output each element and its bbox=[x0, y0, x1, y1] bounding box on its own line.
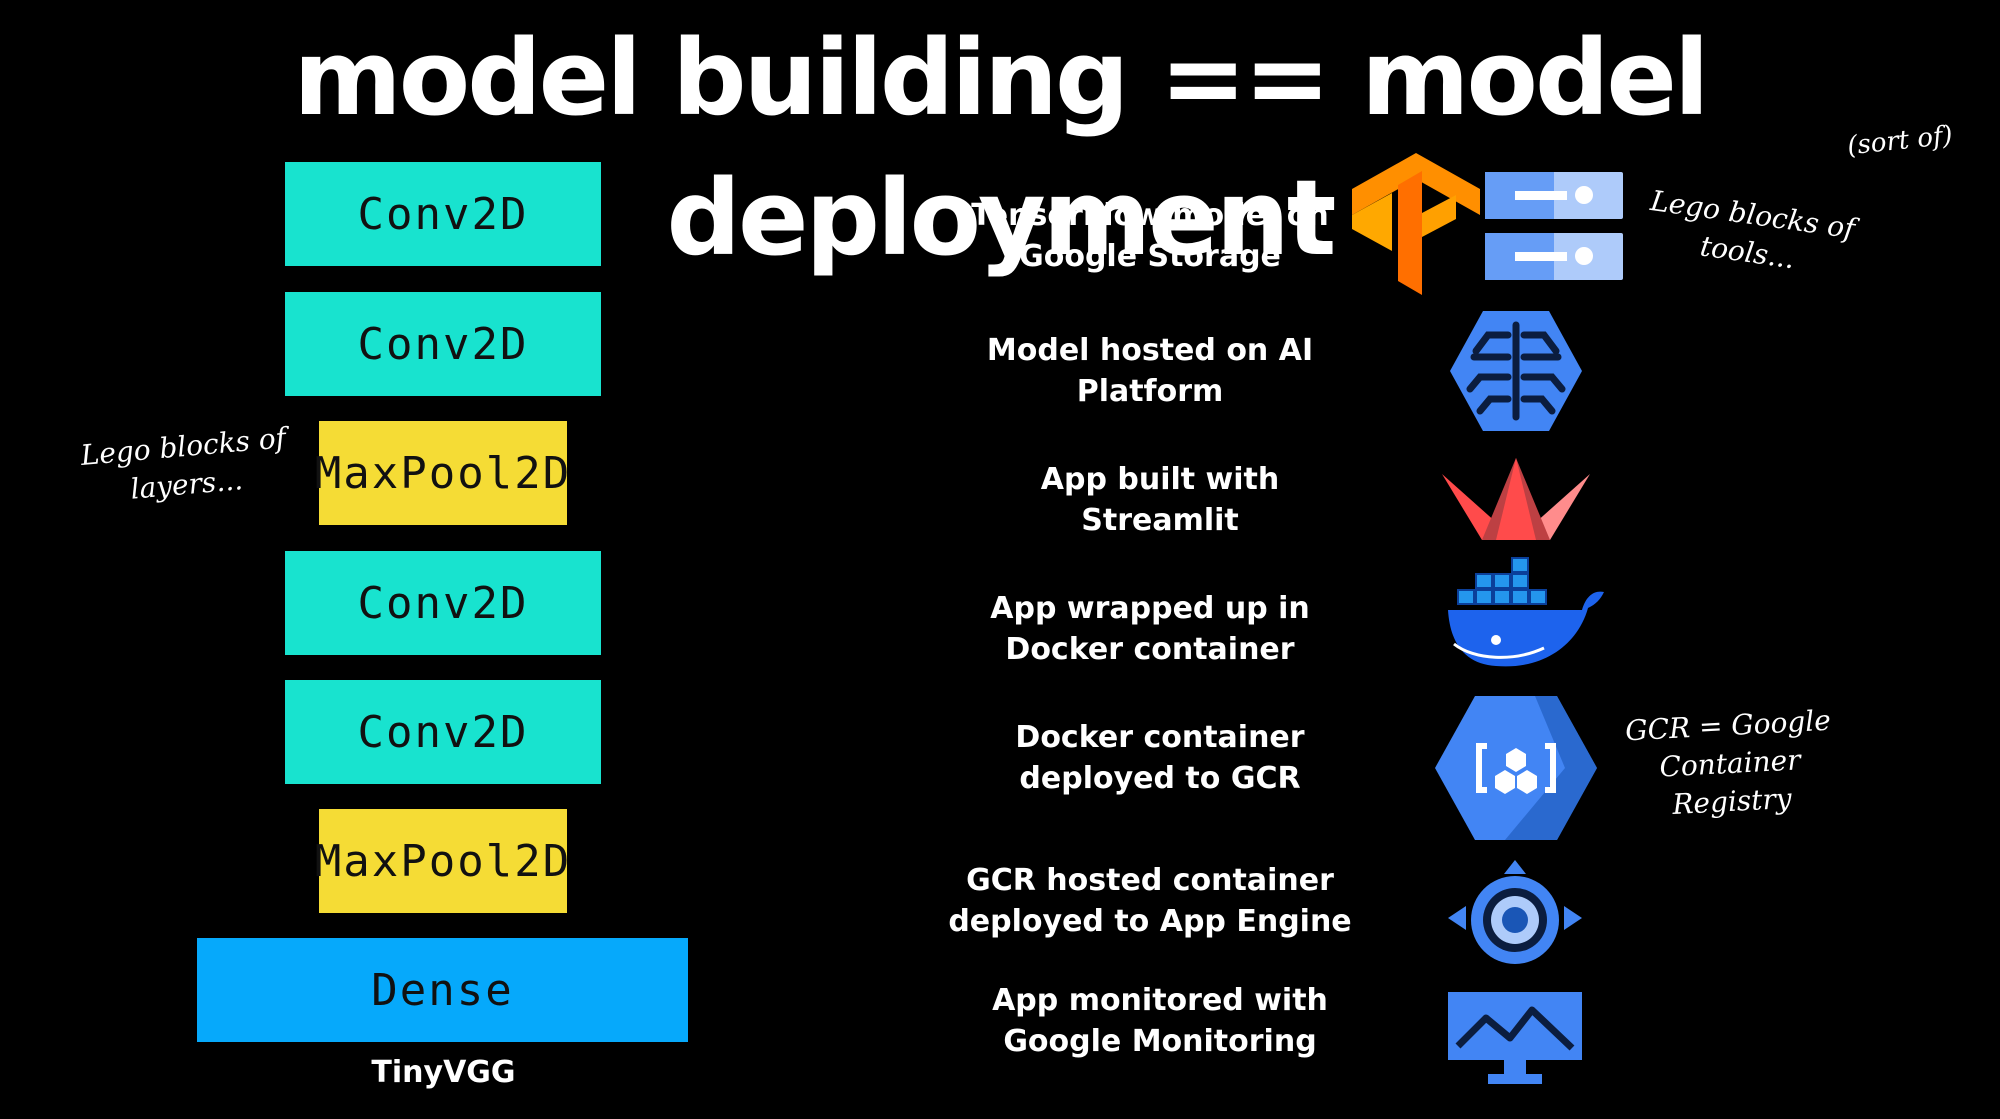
layer-block: Conv2D bbox=[285, 292, 601, 396]
app-engine-icon bbox=[1448, 860, 1582, 964]
layer-block: MaxPool2D bbox=[315, 809, 569, 913]
layer-label: Conv2D bbox=[357, 188, 529, 240]
layer-label: MaxPool2D bbox=[314, 447, 572, 499]
layer-label: Conv2D bbox=[357, 318, 529, 370]
layer-label: Conv2D bbox=[357, 706, 529, 758]
gcr-note: GCR = Google Container Registry bbox=[1624, 703, 1832, 822]
step-label: App built with Streamlit bbox=[1040, 462, 1280, 538]
step-label: TensorFlow model on Google Storage bbox=[971, 198, 1329, 274]
step-label: App monitored with Google Monitoring bbox=[992, 983, 1328, 1059]
monitoring-icon bbox=[1448, 992, 1582, 1084]
docker-logo bbox=[1448, 557, 1604, 667]
container-registry-icon bbox=[1435, 696, 1597, 840]
step-label: App wrapped up in Docker container bbox=[990, 591, 1310, 667]
model-name: TinyVGG bbox=[371, 1055, 516, 1090]
step-label: GCR hosted container deployed to App Eng… bbox=[948, 863, 1352, 939]
layer-block: Conv2D bbox=[285, 680, 601, 784]
layer-label: MaxPool2D bbox=[314, 835, 572, 887]
streamlit-logo bbox=[1442, 458, 1590, 540]
layer-label: Dense bbox=[371, 964, 514, 1016]
tensorflow-logo bbox=[1352, 153, 1480, 295]
cloud-storage-icon bbox=[1485, 172, 1623, 280]
layer-block: Conv2D bbox=[285, 162, 601, 266]
layer-block: Conv2D bbox=[285, 551, 601, 655]
slide-title: model building == model deployment bbox=[293, 17, 1709, 279]
step-label: Docker container deployed to GCR bbox=[1015, 720, 1305, 796]
step-label: Model hosted on AI Platform bbox=[986, 333, 1314, 409]
layer-label: Conv2D bbox=[357, 577, 529, 629]
layer-block: Dense bbox=[197, 938, 688, 1042]
layer-block: MaxPool2D bbox=[315, 421, 569, 525]
layers-note: Lego blocks of layers... bbox=[79, 421, 288, 506]
ai-platform-icon bbox=[1450, 311, 1582, 431]
